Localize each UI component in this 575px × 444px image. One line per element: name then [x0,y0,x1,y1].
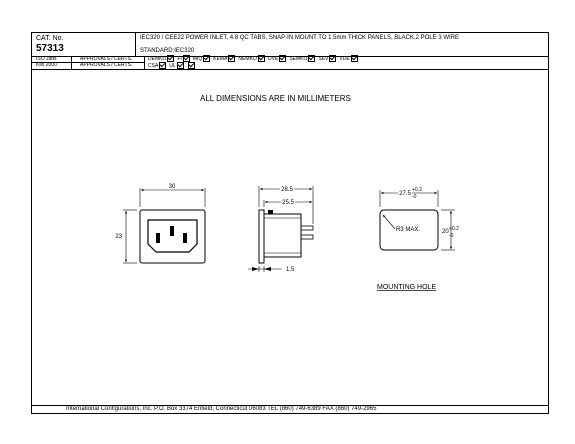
cert-list-row-2: CSA UL [146,62,196,70]
row1-cert-checkbox[interactable] [228,55,236,62]
side-flange [258,209,265,264]
row1-cert-checkbox[interactable] [203,55,211,62]
drawing-frame [31,32,549,414]
row1-cert-label: VDE [339,55,350,62]
row2-cert-checkbox[interactable] [159,62,167,69]
hole-height-tol-minus: -0 [449,233,454,239]
row2-cert-checkbox[interactable] [187,62,195,69]
row1-cert-label: NEMKO [238,55,257,62]
title-block-bottom [31,69,549,70]
row1-cert-checkbox[interactable] [308,55,316,62]
radius-label: R3 MAX. [396,227,420,233]
side-view [248,186,314,272]
mounting-hole-caption: MOUNTING HOLE [377,284,436,291]
cat-label: CAT. No. [36,35,64,42]
row2-cert-label: UL [169,62,176,69]
approval-row-1-left: ISO Jatts [36,56,57,62]
row1-cert-checkbox[interactable] [350,55,358,62]
pin-right [183,233,187,243]
cert-mid-divider [144,56,145,69]
front-width-label: 30 [169,184,176,190]
company-footer: International Configurations, Inc. P.O. … [66,406,377,412]
cat-number: 57313 [36,43,64,54]
dimensions-notice: ALL DIMENSIONS ARE IN MILLIMETERS [200,94,351,103]
cert-list-row-1: DEMKO FI IMQ KEMA NEMKO OVE SEMKO SEV VDE [146,55,359,63]
row1-cert-label: DEMKO [148,55,167,62]
row1-cert-label: OVE [267,55,279,62]
front-view [123,188,206,264]
mounting-hole-view [379,190,455,251]
standard-label: STANDARD:IEC320 [140,48,195,54]
footer-divider [31,405,549,406]
approval-row-2-left: Kilo 2000 [36,62,57,68]
qc-tab-bottom [300,234,314,240]
row1-cert-checkbox[interactable] [329,55,337,62]
pin-left [156,233,160,243]
row1-cert-label: FI [177,55,182,62]
side-overall-label: 28.5 [281,187,293,193]
cert-row-divider [31,62,144,63]
row1-cert-checkbox[interactable] [257,55,265,62]
radius-leader [382,214,396,230]
hole-height-tol-plus: +0.2 [449,226,459,232]
row1-cert-checkbox[interactable] [182,55,190,62]
hole-height-label: 20 [442,229,449,235]
row1-cert-label: SEMKO [289,55,308,62]
qc-tab-top [300,225,314,231]
product-description: IEC320 / CEE22 POWER INLET, 4.8 QC TABS,… [140,35,459,41]
cat-column-divider [135,32,136,56]
front-height-label: 23 [115,234,122,240]
approval-row-2-label: APPROVALS / CERTS. [80,62,133,68]
row1-cert-checkbox[interactable] [167,55,175,62]
hole-width-label: 27.5 [399,191,411,197]
side-body [263,213,302,258]
approval-row-1-label: APPROVALS / CERTS. [80,56,133,62]
row1-cert-label: SEV [318,55,329,62]
hole-width-tol-plus: +0.2 [412,187,422,193]
row1-cert-label: KEMA [213,55,228,62]
flange-thickness-label: 1.5 [286,267,295,273]
mounting-hole-outline [379,209,439,251]
row2-cert-checkbox[interactable] [176,62,184,69]
hole-width-tol-minus: -0 [412,194,417,200]
side-body-label: 25.5 [282,200,294,206]
title-divider [31,56,549,57]
row2-cert-label: CSA [148,62,159,69]
inlet-socket-outline [147,219,198,253]
row1-cert-checkbox[interactable] [279,55,287,62]
cert-left-divider [71,56,72,69]
inlet-flange-outline [139,209,206,264]
row1-cert-label: IMQ [192,55,203,62]
pin-earth [170,226,174,236]
